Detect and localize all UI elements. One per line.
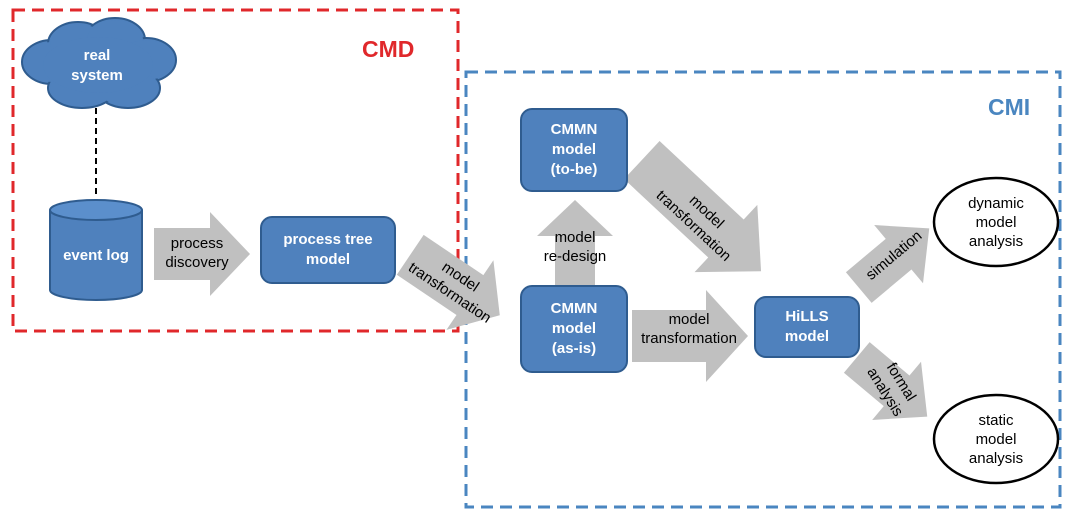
model-redesign-label: model re-design xyxy=(543,229,607,265)
event-log-node: event log xyxy=(63,247,129,264)
cmi-region xyxy=(464,70,1062,509)
arrow-model-transformation-1 xyxy=(396,234,500,330)
cmmn-as-is-node: CMMN model (as-is) xyxy=(520,285,628,373)
arrow-model-redesign xyxy=(537,200,613,290)
model-transformation-label-3: model transformation xyxy=(641,311,737,347)
dynamic-model-analysis-node: dynamic model analysis xyxy=(968,194,1024,250)
static-model-analysis-node: static model analysis xyxy=(968,411,1024,467)
arrow-simulation xyxy=(845,225,930,303)
static-analysis-ellipse xyxy=(932,393,1060,485)
arrow-process-discovery xyxy=(154,212,250,296)
cmi-label: CMI xyxy=(988,94,1031,120)
real-system-node: real system xyxy=(71,47,123,84)
cmd-label: CMD xyxy=(362,36,415,62)
cloud-icon xyxy=(21,17,177,109)
arrow-formal-analysis xyxy=(843,342,928,420)
cmd-region xyxy=(11,8,460,333)
arrow-model-transformation-3 xyxy=(632,290,748,382)
arrow-model-transformation-2 xyxy=(624,141,762,273)
hills-model-node: HiLLS model xyxy=(754,296,860,358)
cmmn-to-be-node: CMMN model (to-be) xyxy=(520,108,628,192)
dynamic-analysis-ellipse xyxy=(932,176,1060,268)
process-tree-model-node: process tree model xyxy=(260,216,396,284)
process-discovery-label: process discovery xyxy=(165,235,229,271)
database-icon xyxy=(49,199,143,301)
